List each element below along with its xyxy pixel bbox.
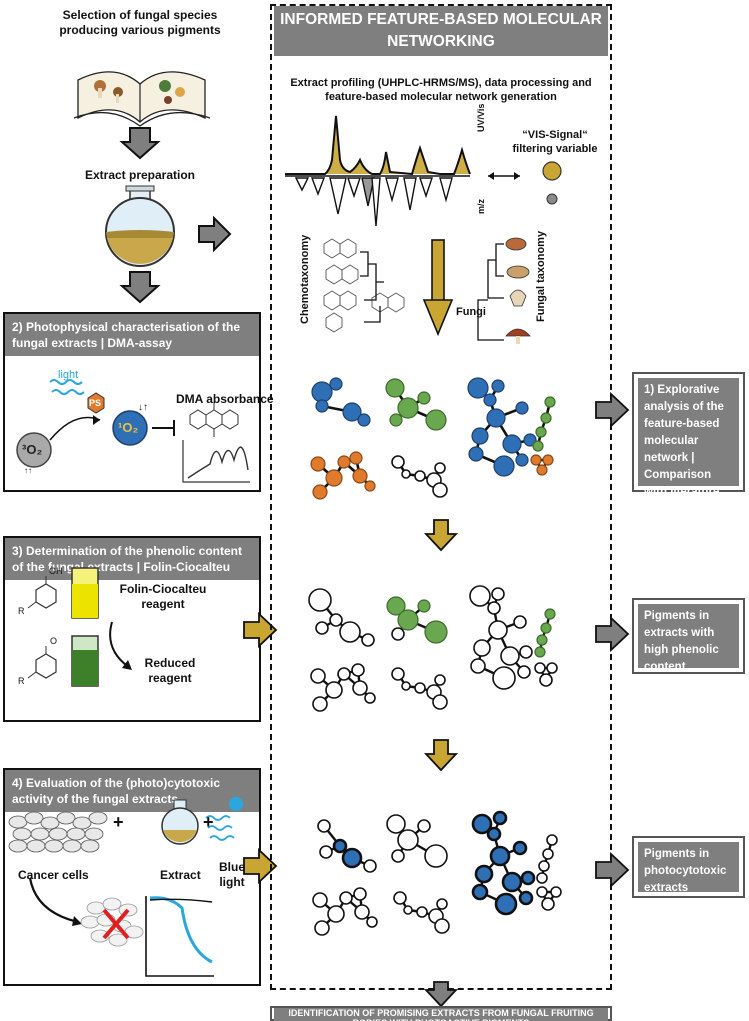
- o-label: O: [50, 636, 58, 646]
- reagent-label: Folin-Ciocalteu reagent: [119, 582, 207, 611]
- fungal-taxonomy-label: Fungal taxonomy: [535, 230, 547, 322]
- fungi-label: Fungi: [456, 306, 486, 318]
- selection-label: Selection of fungal species producing va…: [59, 8, 221, 37]
- profiling-label: Extract profiling (UHPLC-HRMS/MS), data …: [290, 77, 592, 103]
- cancer-cells-label: Cancer cells: [18, 868, 89, 882]
- final-result-label: IDENTIFICATION OF PROMISING EXTRACTS FRO…: [274, 1008, 608, 1021]
- r-label: R: [18, 606, 25, 616]
- chemotaxonomy-label: Chemotaxonomy: [299, 234, 311, 324]
- result-2-text: Pigments in extracts with high phenolic …: [638, 604, 739, 673]
- result-3-text: Pigments in photocytotoxic extracts: [638, 842, 739, 894]
- vis-signal-label: “VIS-Signal“ filtering variable: [512, 129, 598, 155]
- cytotoxic-box: 4) Evaluation of the (photo)cytotoxic ac…: [3, 768, 261, 986]
- box2-header: 2) Photophysical characterisation of the…: [5, 314, 259, 356]
- triplet-o2-label: ³O₂: [22, 442, 43, 457]
- singlet-o2-label: ¹O₂: [118, 420, 139, 435]
- light-label: light: [58, 369, 79, 381]
- result-box-3: Pigments in photocytotoxic extracts: [632, 836, 745, 898]
- result-1-text: 1) Explorative analysis of the feature-b…: [638, 378, 739, 498]
- box3-header: 3) Determination of the phenolic content…: [5, 538, 259, 580]
- folin-box: 3) Determination of the phenolic content…: [3, 536, 261, 722]
- oh-label: OH: [49, 566, 63, 576]
- blue-light-label: Blue light: [218, 860, 245, 889]
- dma-absorbance-label: DMA absorbance: [176, 392, 274, 406]
- result-box-2: Pigments in extracts with high phenolic …: [632, 598, 745, 674]
- extract-label: Extract: [160, 868, 201, 882]
- box4-header: 4) Evaluation of the (photo)cytotoxic ac…: [5, 770, 259, 812]
- center-title: INFORMED FEATURE-BASED MOLECULAR NETWORK…: [274, 6, 608, 56]
- plus-sign: +: [203, 812, 214, 832]
- plus-sign: +: [113, 812, 124, 832]
- ps-label: PS: [89, 398, 102, 408]
- uv-vis-label: UV/Vis: [476, 103, 486, 132]
- extract-prep-label: Extract preparation: [84, 168, 196, 182]
- result-box-1: 1) Explorative analysis of the feature-b…: [632, 372, 745, 498]
- r-label: R: [18, 676, 25, 686]
- reduced-label: Reduced reagent: [144, 656, 196, 685]
- mz-label: m/z: [476, 198, 486, 214]
